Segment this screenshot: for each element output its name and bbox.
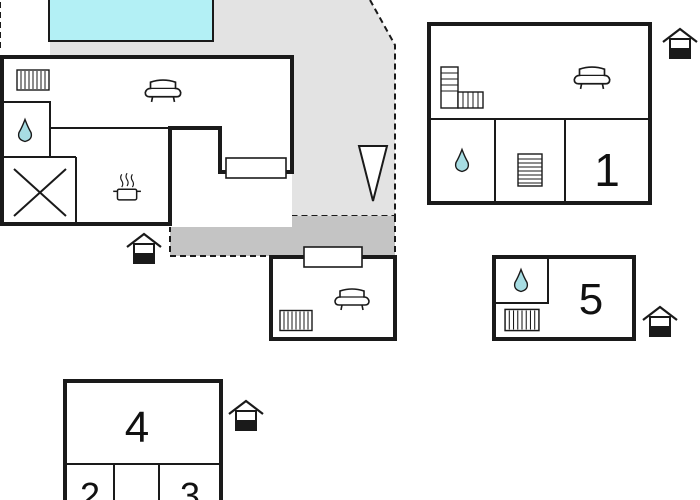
house-entrance-icon [641, 305, 679, 338]
bedroom-4-building: 4 2 3 [63, 379, 223, 500]
room-2-label: 2 [80, 475, 100, 500]
water-drop-icon [454, 148, 470, 173]
north-arrow-icon [357, 145, 389, 202]
main-house-walls [0, 55, 294, 226]
shower-cross-icon [13, 168, 67, 217]
bedroom-5: 5 [492, 255, 636, 341]
radiator-icon [16, 69, 50, 91]
covered-terrace-outline [169, 216, 396, 257]
bedroom-1-label: 1 [594, 144, 620, 196]
radiator-icon [279, 309, 313, 332]
stairs-icon [517, 153, 543, 187]
window-sill [225, 157, 287, 179]
radiator-icon [504, 308, 540, 332]
swimming-pool [48, 0, 214, 42]
bedroom-5-label: 5 [579, 275, 603, 324]
house-entrance-icon [125, 232, 163, 264]
room-3-label: 3 [180, 475, 200, 500]
sofa-icon [334, 288, 370, 311]
house-entrance-icon [661, 27, 699, 60]
sofa-icon [573, 66, 611, 90]
house-entrance-icon [227, 399, 265, 432]
water-drop-icon [513, 268, 529, 293]
annex-window [303, 246, 363, 268]
stairs-icon [440, 66, 484, 109]
main-house-partitions [2, 101, 170, 224]
bedroom-4-label: 4 [125, 403, 149, 452]
upper-floor: 1 [427, 22, 652, 205]
annex-living-room [269, 246, 397, 341]
main-house [0, 55, 294, 227]
